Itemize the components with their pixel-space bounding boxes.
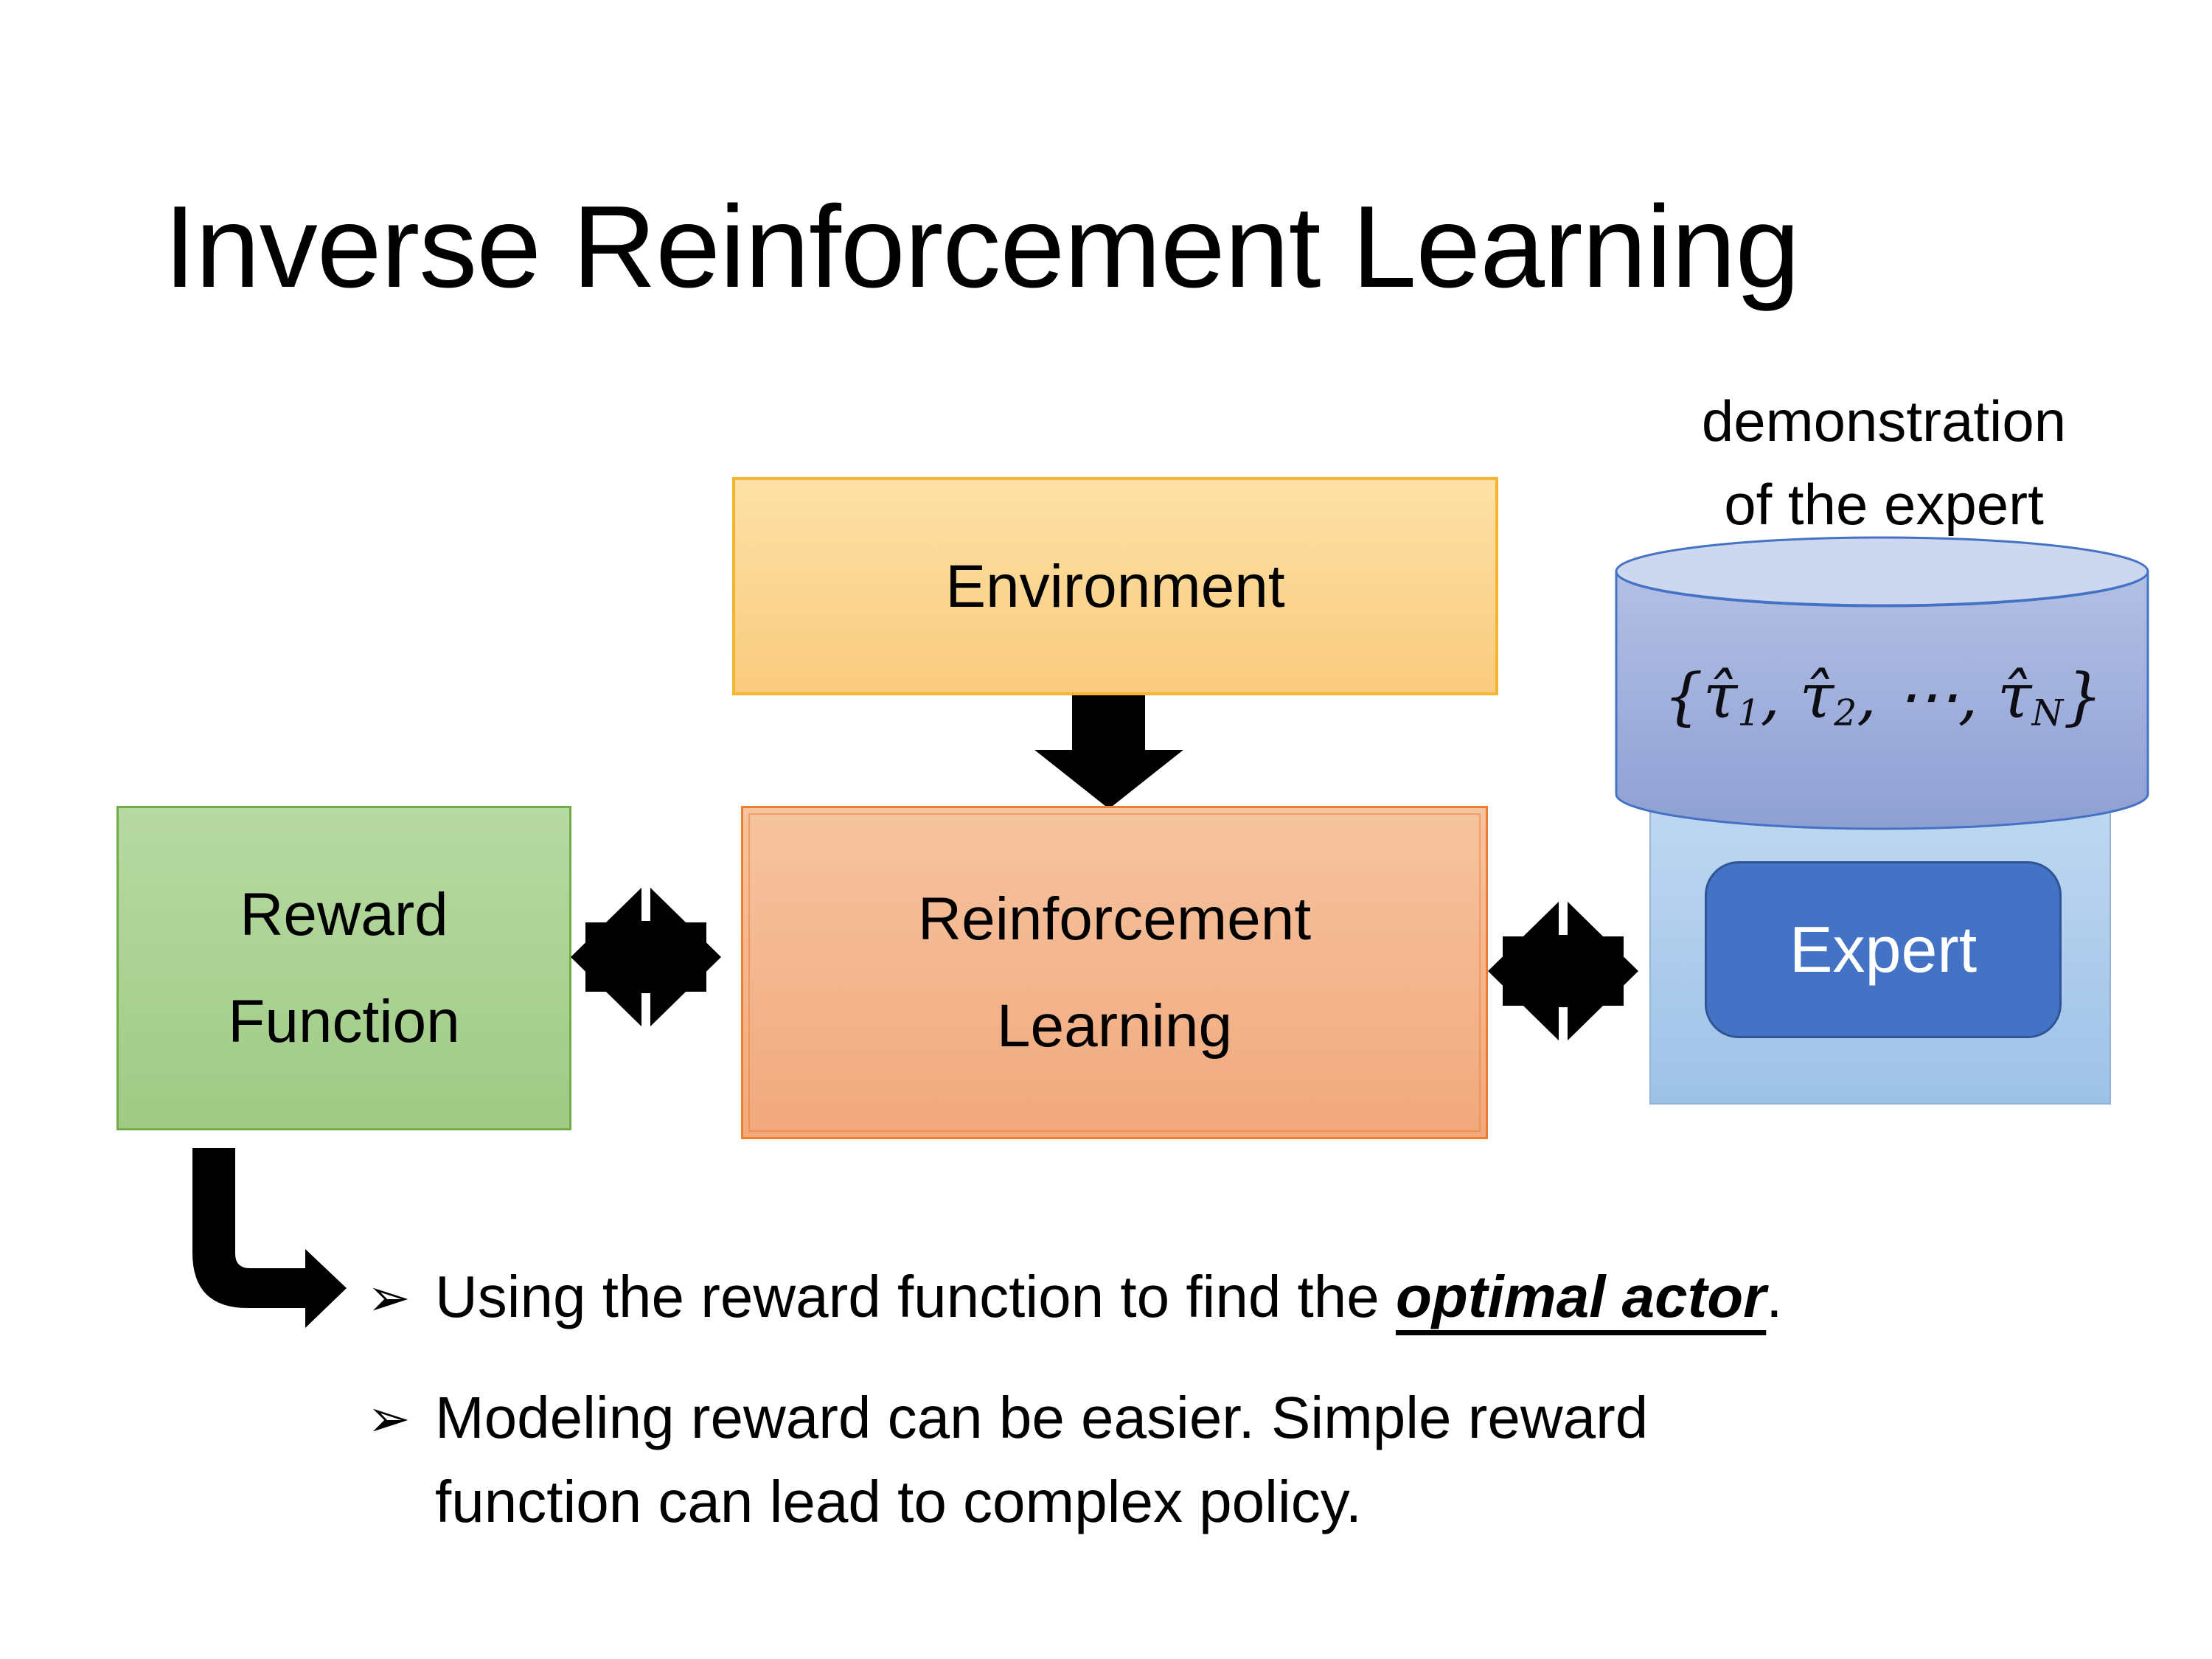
math-tau2: τ̂ — [1799, 660, 1834, 732]
bullet-item-1-text: Using the reward function to find the op… — [435, 1255, 1783, 1339]
demonstration-label: demonstration of the expert — [1611, 380, 2157, 546]
math-sep1: , — [1760, 660, 1800, 732]
math-tau1: τ̂ — [1703, 660, 1738, 732]
math-open-brace: { — [1663, 660, 1703, 732]
bullet-1-post: . — [1766, 1264, 1783, 1329]
double-arrow-right-icon — [1488, 897, 1638, 1045]
reinforcement-learning-label-line1: Reinforcement — [917, 886, 1312, 953]
environment-box: Environment — [732, 477, 1498, 695]
reinforcement-learning-label-line2: Learning — [996, 992, 1233, 1060]
bullet-1-emphasis: optimal actor — [1395, 1264, 1767, 1329]
elbow-arrow-icon — [192, 1148, 347, 1328]
math-sep2: , — [1857, 660, 1896, 732]
expert-label: Expert — [1789, 913, 1978, 986]
environment-label: Environment — [945, 552, 1285, 620]
down-arrow-icon — [1034, 695, 1183, 809]
bullet-item-2-text: Modeling reward can be easier. Simple re… — [435, 1376, 1648, 1544]
expert-badge: Expert — [1705, 861, 2062, 1038]
bullet-marker-icon: ➢ — [367, 1269, 411, 1326]
math-close-brace: } — [2063, 660, 2103, 732]
bullet-item-2: ➢ Modeling reward can be easier. Simple … — [367, 1376, 1648, 1544]
reward-function-box: Reward Function — [116, 806, 571, 1130]
bullet-item-1: ➢ Using the reward function to find the … — [367, 1255, 1783, 1340]
reinforcement-learning-box: Reinforcement Learning — [741, 806, 1488, 1139]
bullet-marker-icon: ➢ — [367, 1390, 411, 1447]
bullet-2-line2: function can lead to complex policy. — [435, 1469, 1362, 1534]
math-sep3: , — [1958, 660, 1998, 732]
math-subN: N — [2031, 692, 2064, 734]
database-cylinder-icon — [1615, 536, 2149, 830]
bullet-2-line1: Modeling reward can be easier. Simple re… — [435, 1385, 1649, 1450]
math-sub2: 2 — [1834, 692, 1857, 734]
reward-function-label-line2: Function — [228, 988, 460, 1055]
demonstration-label-line2: of the expert — [1724, 472, 2044, 537]
bullet-1-pre: Using the reward function to find the — [435, 1264, 1396, 1329]
math-tau3: τ̂ — [1997, 660, 2032, 732]
double-arrow-left-icon — [571, 883, 721, 1031]
demonstration-label-line1: demonstration — [1701, 389, 2067, 453]
math-sub1: 1 — [1737, 692, 1761, 734]
page-title: Inverse Reinforcement Learning — [164, 182, 1800, 312]
math-dots: ⋯ — [1896, 660, 1958, 732]
trajectory-set-formula: {τ̂1, τ̂2, ⋯, τ̂N} — [1615, 650, 2152, 760]
reward-function-label-line1: Reward — [240, 881, 448, 948]
